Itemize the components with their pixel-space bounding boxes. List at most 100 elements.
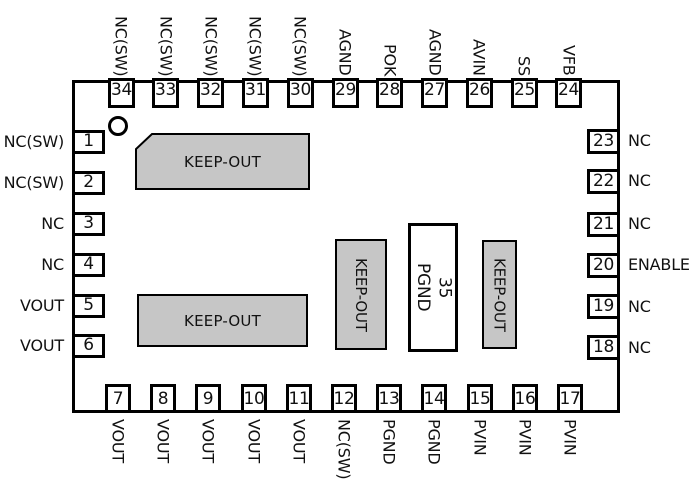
pin-label-6: VOUT bbox=[20, 336, 64, 355]
pin-box-33: 33 bbox=[152, 78, 179, 108]
pin-label-30: NC(SW) bbox=[288, 4, 312, 76]
pin-label-29: AGND bbox=[333, 4, 357, 76]
pin-label-12: NC(SW) bbox=[332, 419, 356, 483]
pin-box-21: 21 bbox=[587, 212, 620, 237]
pin-label-34: NC(SW) bbox=[109, 4, 133, 76]
pin-box-16: 16 bbox=[512, 384, 538, 413]
pin-label-22: NC bbox=[628, 171, 651, 190]
pin-box-19: 19 bbox=[587, 294, 620, 319]
pin-box-32: 32 bbox=[197, 78, 224, 108]
pin-label-10: VOUT bbox=[242, 419, 266, 483]
pin-label-8: VOUT bbox=[151, 419, 175, 483]
pin-label-text-28: POK bbox=[380, 43, 400, 76]
pin-label-17: PVIN bbox=[558, 419, 582, 483]
keepout-label: KEEP-OUT bbox=[490, 257, 509, 332]
pin-label-4: NC bbox=[41, 255, 64, 274]
pin-box-29: 29 bbox=[332, 78, 359, 108]
pin-label-text-8: VOUT bbox=[153, 419, 173, 463]
thermal-pad-35: 35 PGND bbox=[408, 223, 458, 352]
pin-label-text-31: NC(SW) bbox=[245, 15, 265, 76]
pin-box-6: 6 bbox=[72, 334, 105, 358]
pin-label-21: NC bbox=[628, 214, 651, 233]
pin-label-15: PVIN bbox=[468, 419, 492, 483]
pin-label-13: PGND bbox=[377, 419, 401, 483]
pin-box-17: 17 bbox=[557, 384, 583, 413]
pin-label-text-16: PVIN bbox=[515, 419, 535, 456]
keepout-label: KEEP-OUT bbox=[352, 257, 370, 332]
pin-label-5: VOUT bbox=[20, 296, 64, 315]
pin-box-8: 8 bbox=[150, 384, 176, 413]
pin-label-7: VOUT bbox=[106, 419, 130, 483]
pin-label-text-9: VOUT bbox=[198, 419, 218, 463]
pin-label-text-13: PGND bbox=[379, 419, 399, 465]
pin-label-text-26: AVIN bbox=[469, 39, 489, 76]
pin-label-text-29: AGND bbox=[335, 29, 355, 76]
pin-box-26: 26 bbox=[466, 78, 493, 108]
pin-box-1: 1 bbox=[72, 130, 105, 154]
thermal-pad-label: PGND bbox=[413, 263, 433, 312]
pin-label-16: PVIN bbox=[513, 419, 537, 483]
pin-box-4: 4 bbox=[72, 253, 105, 277]
pin-box-13: 13 bbox=[376, 384, 402, 413]
thermal-pad-text: 35 PGND bbox=[412, 263, 455, 312]
pin-box-34: 34 bbox=[108, 78, 135, 108]
pin-label-text-25: SS bbox=[514, 56, 534, 76]
pin-label-text-32: NC(SW) bbox=[201, 15, 221, 76]
keepout-region-2: KEEP-OUT bbox=[137, 294, 308, 347]
pin-label-3: NC bbox=[41, 214, 64, 233]
pin-label-27: AGND bbox=[423, 4, 447, 76]
pin-label-text-30: NC(SW) bbox=[290, 15, 310, 76]
pin-box-18: 18 bbox=[587, 335, 620, 360]
pin-label-24: VFB bbox=[557, 4, 581, 76]
pin-label-text-17: PVIN bbox=[560, 419, 580, 456]
pin-box-22: 22 bbox=[587, 169, 620, 194]
pin-box-14: 14 bbox=[421, 384, 447, 413]
pin-label-1: NC(SW) bbox=[3, 132, 65, 151]
pin-label-text-34: NC(SW) bbox=[111, 15, 131, 76]
pin-label-23: NC bbox=[628, 131, 651, 150]
pin-label-18: NC bbox=[628, 338, 651, 357]
pin-box-31: 31 bbox=[242, 78, 269, 108]
pin-box-23: 23 bbox=[587, 129, 620, 154]
keepout-region-3: KEEP-OUT bbox=[335, 239, 387, 350]
pin-box-7: 7 bbox=[105, 384, 131, 413]
pin-label-31: NC(SW) bbox=[243, 4, 267, 76]
keepout-region-1: KEEP-OUT bbox=[135, 133, 310, 190]
pin-box-24: 24 bbox=[555, 78, 582, 108]
keepout-label: KEEP-OUT bbox=[184, 152, 261, 171]
pin-label-text-11: VOUT bbox=[289, 419, 309, 463]
pin-label-33: NC(SW) bbox=[154, 4, 178, 76]
keepout-region-1-shape bbox=[135, 133, 310, 190]
pin-label-11: VOUT bbox=[287, 419, 311, 483]
pin-label-2: NC(SW) bbox=[3, 173, 65, 192]
pin-label-19: NC bbox=[628, 297, 651, 316]
pin-box-5: 5 bbox=[72, 294, 105, 318]
pin-label-text-12: NC(SW) bbox=[334, 419, 354, 480]
pin-box-20: 20 bbox=[587, 253, 620, 278]
pin-label-text-27: AGND bbox=[425, 29, 445, 76]
keepout-label: KEEP-OUT bbox=[184, 311, 261, 330]
pin-label-28: POK bbox=[378, 4, 402, 76]
pin-box-10: 10 bbox=[241, 384, 267, 413]
pin-box-9: 9 bbox=[195, 384, 221, 413]
pin-box-2: 2 bbox=[72, 171, 105, 195]
pin-box-28: 28 bbox=[376, 78, 403, 108]
pin-box-3: 3 bbox=[72, 212, 105, 236]
pin-box-11: 11 bbox=[286, 384, 312, 413]
pin1-indicator-icon bbox=[108, 116, 128, 136]
pin-label-text-7: VOUT bbox=[108, 419, 128, 463]
pin-box-27: 27 bbox=[421, 78, 448, 108]
pin-label-9: VOUT bbox=[196, 419, 220, 483]
pin-label-text-33: NC(SW) bbox=[156, 15, 176, 76]
pin-label-text-14: PGND bbox=[424, 419, 444, 465]
thermal-pad-number: 35 bbox=[434, 276, 455, 299]
pin-label-25: SS bbox=[512, 4, 536, 76]
pin-label-text-24: VFB bbox=[559, 45, 579, 76]
pin-box-15: 15 bbox=[467, 384, 493, 413]
pin-label-text-15: PVIN bbox=[470, 419, 490, 456]
pin-label-14: PGND bbox=[422, 419, 446, 483]
keepout-region-4: KEEP-OUT bbox=[482, 240, 517, 349]
pin-label-26: AVIN bbox=[467, 4, 491, 76]
pin-label-text-10: VOUT bbox=[244, 419, 264, 463]
